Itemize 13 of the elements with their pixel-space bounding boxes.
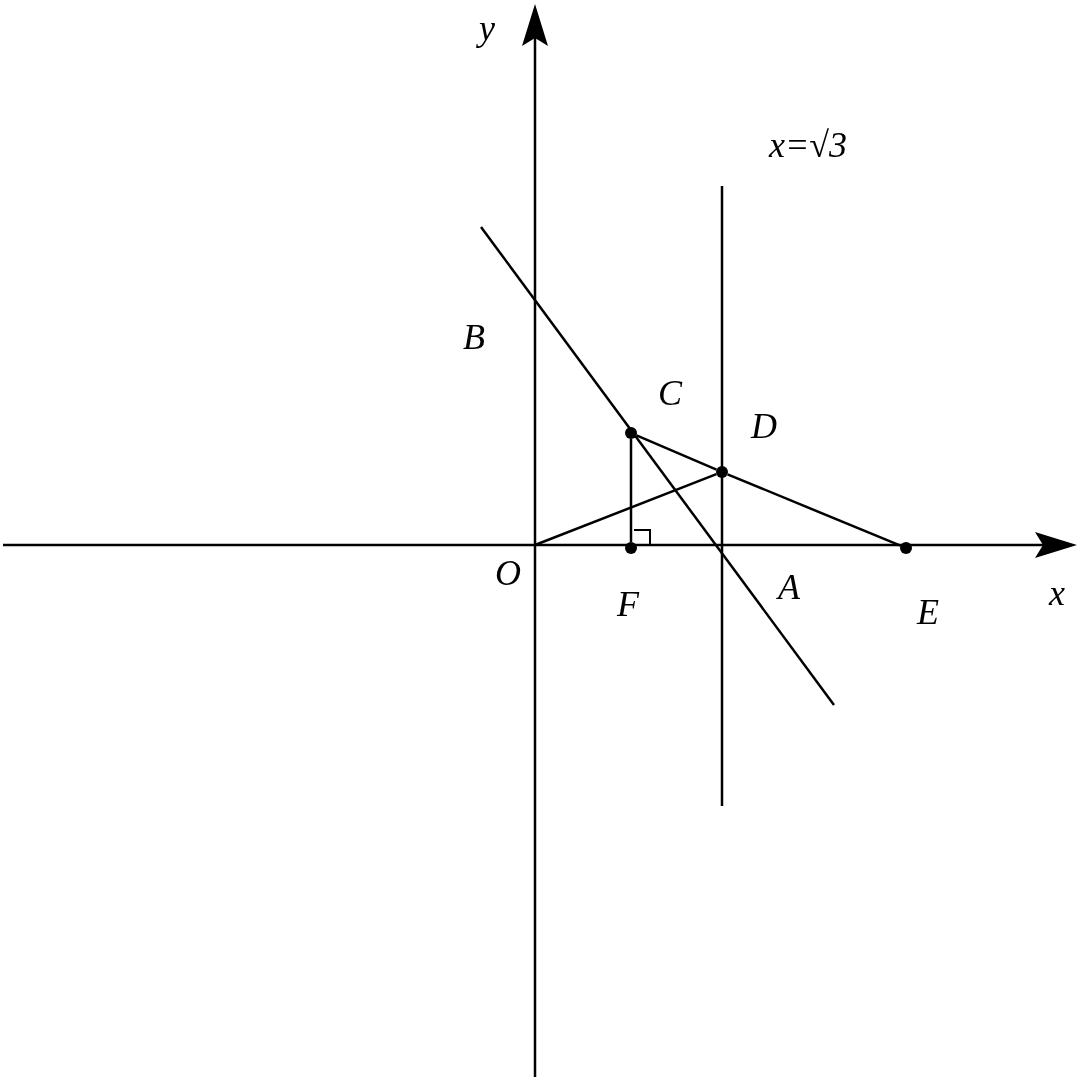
point-label: O: [495, 555, 521, 591]
point-label: A: [778, 569, 800, 605]
line-segment: [636, 434, 717, 471]
line-segment: [727, 473, 901, 547]
point-label: D: [751, 408, 777, 444]
point-label: E: [917, 594, 939, 630]
point-label: C: [658, 375, 682, 411]
point-label: F: [617, 586, 639, 622]
line-equation: x=√3: [769, 127, 847, 163]
line-segment: [534, 473, 717, 547]
line-segment: [629, 439, 633, 542]
point-label: B: [463, 319, 485, 355]
axis-label: x: [1049, 575, 1065, 611]
